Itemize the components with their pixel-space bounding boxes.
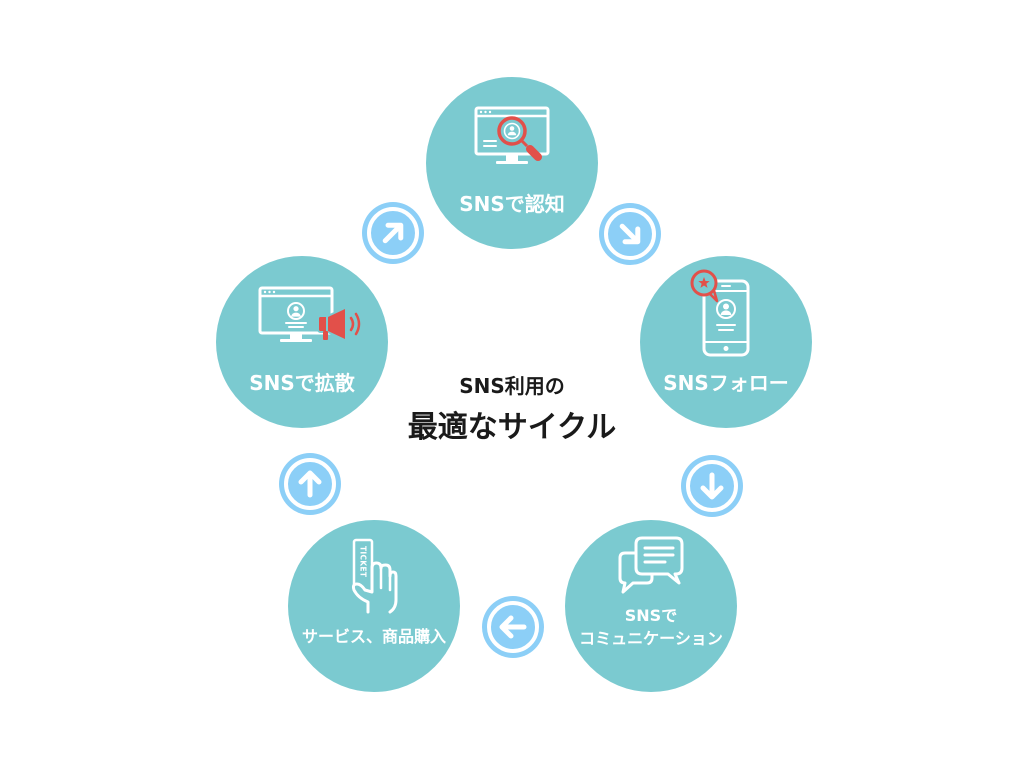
step-label: サービス、商品購入: [301, 627, 446, 646]
star-icon: [698, 277, 710, 288]
monitor-icon: [258, 286, 334, 342]
star-bubble-icon: [690, 269, 719, 303]
hand-icon: [351, 561, 398, 614]
diagram-title-line2: 最適なサイクル: [407, 410, 617, 445]
ticket-hand-icon: TICKET: [351, 538, 398, 614]
step-label: SNSフォロー: [663, 371, 789, 395]
step-label-line1: SNSで: [624, 606, 678, 625]
arrow-up-right-icon: [361, 201, 425, 265]
ticket-text: TICKET: [358, 546, 367, 578]
step-node-awareness: SNSで認知: [426, 77, 598, 249]
chat-bubbles-icon: [618, 536, 684, 594]
diagram-title-line1: SNS利用の: [459, 374, 565, 398]
arrow-down-right-icon: [598, 202, 662, 266]
step-label: SNSで拡散: [249, 371, 355, 395]
user-icon: [287, 302, 305, 320]
step-node-communication: SNSで コミュニケーション: [565, 520, 737, 692]
smartphone-follow-icon: [690, 269, 750, 357]
arrow-down-icon: [680, 454, 744, 518]
magnifier-icon: [497, 116, 542, 161]
user-icon: [716, 299, 736, 319]
step-node-purchase: TICKET サービス、商品購入: [288, 520, 460, 692]
monitor-megaphone-icon: [258, 286, 361, 342]
user-icon: [503, 122, 521, 140]
smartphone-icon: [702, 279, 750, 357]
step-node-follow: SNSフォロー: [640, 256, 812, 428]
step-label-line2: コミュニケーション: [579, 629, 723, 648]
arrow-left-icon: [481, 595, 545, 659]
step-node-spread: SNSで拡散: [216, 256, 388, 428]
monitor-search-icon: [474, 106, 550, 164]
arrow-up-icon: [278, 452, 342, 516]
monitor-icon: [474, 106, 550, 164]
chat-bubble-front-icon: [634, 536, 684, 585]
step-label: SNSで認知: [459, 192, 565, 216]
megaphone-icon: [317, 307, 361, 341]
